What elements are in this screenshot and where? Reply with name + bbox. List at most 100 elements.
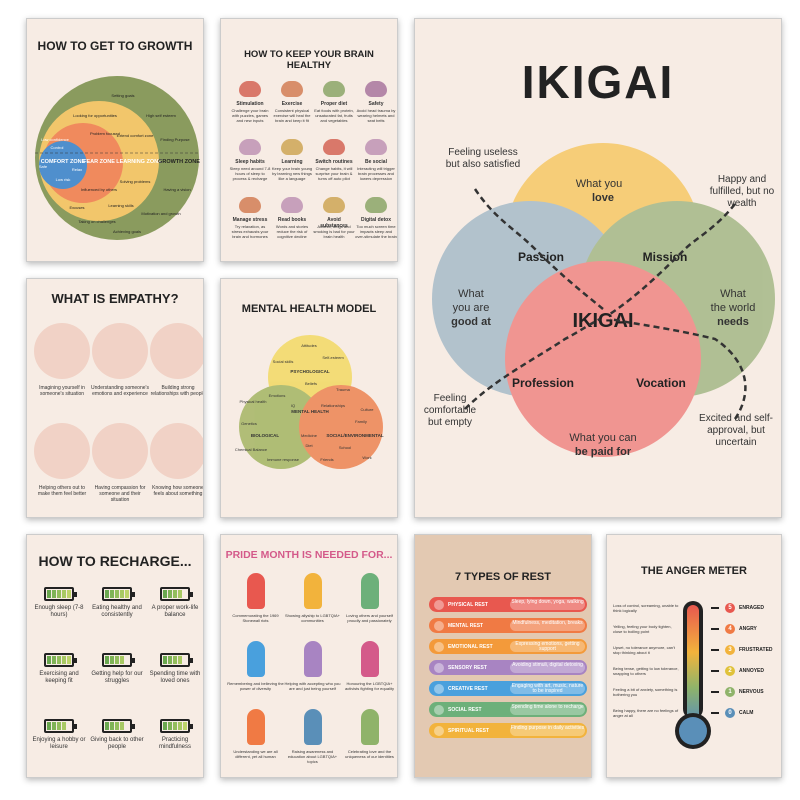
anger-label: ANNOYED <box>739 668 765 674</box>
anger-desc: Yelling, feeling your body tighten, clos… <box>613 624 672 634</box>
brain-item-desc: Alcohol, drugs and smoking is bad for yo… <box>313 224 355 239</box>
anger-tick <box>711 628 719 630</box>
brain-icon <box>239 81 261 97</box>
battery-cell <box>163 722 167 730</box>
recharge-label: Enjoying a hobby or leisure <box>32 737 86 750</box>
pride-illustration <box>304 641 322 677</box>
battery-icon <box>160 719 193 733</box>
rest-icon <box>434 704 444 715</box>
anger-desc: Feeling a bit of anxiety, something is b… <box>613 687 678 697</box>
brain-item-title: Learning <box>281 159 303 165</box>
poster-anger: THE ANGER METER Loss of control, screami… <box>606 534 782 778</box>
brain-item-desc: Challenge your brain with puzzles, games… <box>231 108 269 123</box>
poster-growth: HOW TO GET TO GROWTH COMFORT ZONE FEAR Z… <box>26 18 204 262</box>
circle-paid <box>505 261 701 457</box>
brain-item-title: Stimulation <box>236 101 264 107</box>
poster-pride: PRIDE MONTH IS NEEDED FOR... Commemorati… <box>220 534 398 778</box>
growth-item: Setting goals <box>111 93 134 98</box>
psych-label: PSYCHOLOGICAL <box>290 369 330 374</box>
rest-name: PHYSICAL REST <box>448 601 488 608</box>
battery-cell <box>105 656 109 664</box>
brain-icon <box>281 139 303 155</box>
brain-item-desc: Too much screen time impacts sleep and o… <box>355 224 397 239</box>
label-center: IKIGAI <box>572 310 633 332</box>
brain-title: HOW TO KEEP YOUR BRAIN HEALTHY <box>244 49 374 71</box>
rest-name: MENTAL REST <box>448 622 484 629</box>
battery-cell <box>168 656 172 664</box>
battery-cell <box>52 722 56 730</box>
pride-illustration <box>304 573 322 609</box>
label-paid-1: What you can <box>569 432 636 444</box>
battery-cell <box>62 722 66 730</box>
battery-cell <box>125 722 129 730</box>
battery-cell <box>110 656 114 664</box>
growth-item: Achieving goals <box>113 229 141 234</box>
rest-icon <box>434 599 444 610</box>
label-needs-3: needs <box>717 316 749 328</box>
battery-cell <box>173 590 177 598</box>
comfort-item: Relax <box>72 167 82 172</box>
anger-desc: Loss of control, screaming, unable to th… <box>613 603 679 613</box>
mid-item: Relationships <box>321 403 345 408</box>
empathy-illustration <box>150 323 203 379</box>
learning-item: Taking on challenges <box>78 219 115 224</box>
social-label: SOCIAL/ENVIRONMENTAL <box>326 433 383 438</box>
brain-icon <box>365 139 387 155</box>
battery-cell <box>105 590 109 598</box>
zone-growth: GROWTH ZONE <box>158 159 200 165</box>
label-love-2: love <box>592 192 614 204</box>
battery-cell <box>47 590 51 598</box>
bio-item: Genetics <box>241 421 257 426</box>
brain-icon <box>323 81 345 97</box>
brain-item-title: Switch routines <box>315 159 353 165</box>
recharge-label: Getting help for our struggles <box>91 671 143 684</box>
rest-item: EMOTIONAL REST Expressing emotions, getti… <box>429 639 587 654</box>
battery-cell <box>178 656 182 664</box>
pride-illustration <box>361 573 379 609</box>
brain-item-desc: Change habits, it will surprise your bra… <box>315 166 353 181</box>
battery-icon <box>44 587 77 601</box>
pride-item: Remembering and believing the power of d… <box>227 681 284 691</box>
fear-item: Influenced by others <box>81 187 117 192</box>
label-vocation: Vocation <box>636 376 686 390</box>
empathy-item: Having compassion for someone and their … <box>94 485 146 503</box>
anger-number: 5 <box>725 603 735 613</box>
rest-icon <box>434 641 444 652</box>
social-item: Work <box>362 455 371 460</box>
brain-icon <box>281 81 303 97</box>
rest-icon <box>434 620 444 631</box>
rest-icon <box>434 662 444 673</box>
rest-name: SOCIAL REST <box>448 706 482 713</box>
growth-item: High self esteem <box>146 113 176 118</box>
poster-empathy: WHAT IS EMPATHY? Imagining yourself in s… <box>26 278 204 518</box>
social-item: Trauma <box>336 387 350 392</box>
recharge-item: Eating healthy and consistently <box>87 587 147 619</box>
anger-number: 0 <box>725 708 735 718</box>
note-bottom-left: Feeling comfortable but empty <box>423 393 477 428</box>
fear-item: Excuses <box>69 205 84 210</box>
battery-cell <box>110 722 114 730</box>
battery-cell <box>183 722 187 730</box>
anger-tick <box>711 607 719 609</box>
brain-item-title: Digital detox <box>360 217 391 223</box>
rest-icon <box>434 683 444 694</box>
battery-cell <box>120 656 124 664</box>
brain-item-title: Safety <box>368 101 384 107</box>
label-profession: Profession <box>512 376 574 390</box>
recharge-item: Enough sleep (7-8 hours) <box>29 587 89 619</box>
battery-cell <box>67 590 71 598</box>
comfort-item: Low risk <box>56 177 71 182</box>
psych-item: Beliefs <box>305 381 317 386</box>
rest-name: EMOTIONAL REST <box>448 643 493 650</box>
poster-recharge: HOW TO RECHARGE... Enough sleep (7-8 hou… <box>26 534 204 778</box>
brain-item-title: Sleep habits <box>235 159 265 165</box>
center-label: MENTAL HEALTH <box>291 409 329 414</box>
anger-desc: Upset, no tolerance anymore, can't stop … <box>613 645 675 655</box>
brain-item-desc: Sleep need around 7-8 hours of sleep to … <box>229 166 271 181</box>
rest-desc: Expressing emotions, getting support <box>510 641 585 652</box>
battery-cell <box>168 590 172 598</box>
bio-item: Immune response <box>267 457 300 462</box>
